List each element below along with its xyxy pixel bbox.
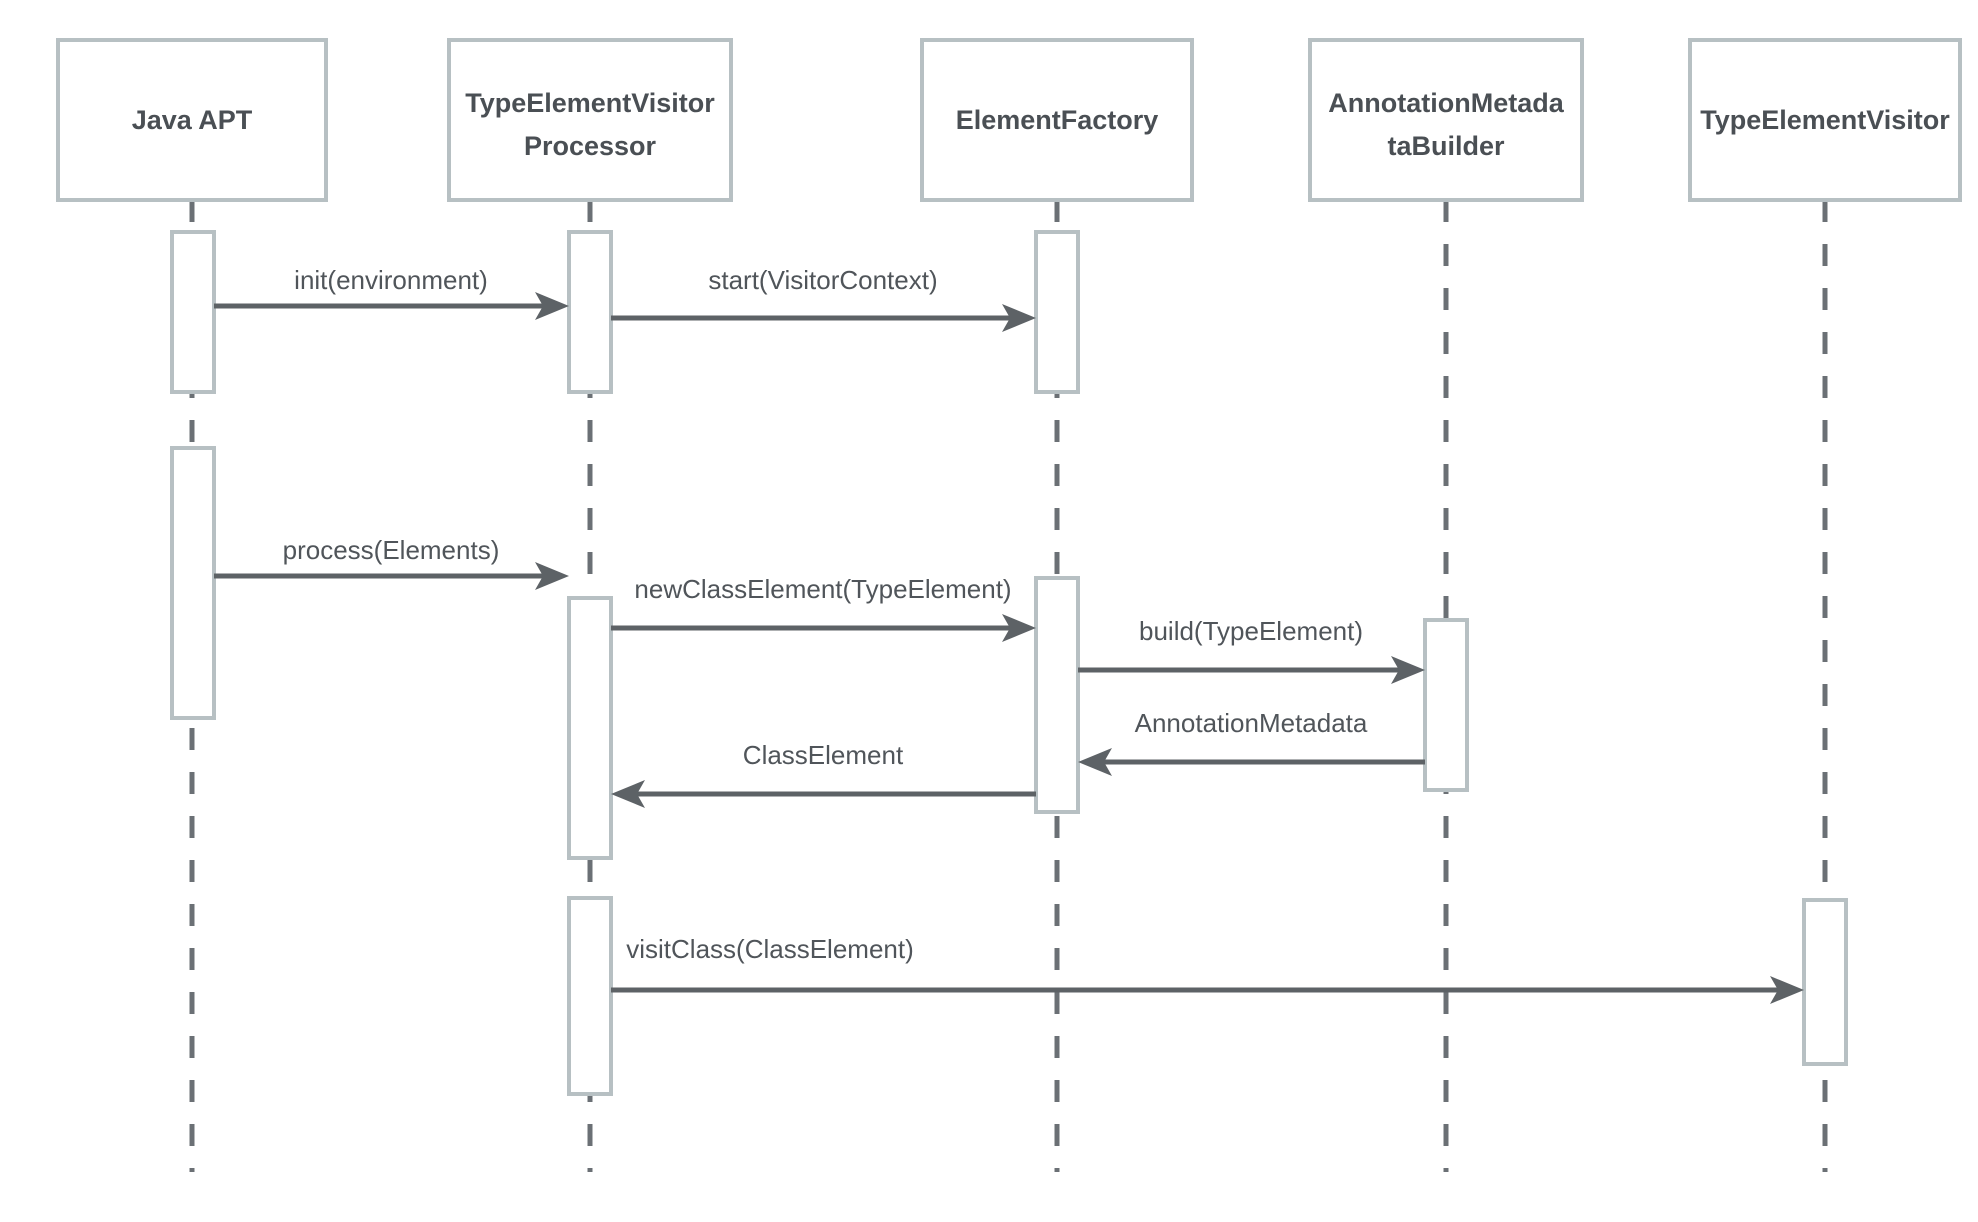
message-label: AnnotationMetadata <box>1135 708 1368 738</box>
participant-java-apt[interactable]: Java APT <box>56 38 328 202</box>
activations-group <box>170 230 1848 1096</box>
lifelines-group <box>189 200 1828 1172</box>
arrowhead-left-icon <box>611 780 645 808</box>
activation-bar-element-factory-2 <box>1034 576 1080 814</box>
participant-box <box>1308 38 1584 202</box>
activation-bar-type-element-visitor-processor-2 <box>567 596 613 860</box>
arrowhead-right-icon <box>1002 304 1036 332</box>
participants-group: Java APT TypeElementVisitor Processor El… <box>56 38 1962 202</box>
participant-box <box>447 38 733 202</box>
arrowhead-left-icon <box>1078 748 1112 776</box>
message-class-element-return[interactable]: ClassElement <box>611 740 1036 808</box>
participant-label-line2: taBuilder <box>1387 131 1505 161</box>
arrowhead-right-icon <box>535 292 569 320</box>
participant-element-factory[interactable]: ElementFactory <box>920 38 1194 202</box>
activation-bar-type-element-visitor-1 <box>1802 898 1848 1066</box>
participant-label-line1: ElementFactory <box>956 105 1159 135</box>
message-visit-class[interactable]: visitClass(ClassElement) <box>611 934 1804 1004</box>
message-init-environment[interactable]: init(environment) <box>214 265 569 320</box>
message-label: newClassElement(TypeElement) <box>634 574 1011 604</box>
participant-label-line1: TypeElementVisitor <box>1700 105 1950 135</box>
message-label: ClassElement <box>743 740 904 770</box>
message-process-elements[interactable]: process(Elements) <box>214 535 569 590</box>
activation-bar-java-apt-1 <box>170 230 216 394</box>
arrowhead-right-icon <box>1391 656 1425 684</box>
message-label: build(TypeElement) <box>1139 616 1363 646</box>
arrowhead-right-icon <box>1002 614 1036 642</box>
message-label: init(environment) <box>294 265 488 295</box>
participant-label-line1: TypeElementVisitor <box>465 88 715 118</box>
participant-type-element-visitor[interactable]: TypeElementVisitor <box>1688 38 1962 202</box>
participant-label-line1: Java APT <box>132 105 253 135</box>
message-new-class-element[interactable]: newClassElement(TypeElement) <box>611 574 1036 642</box>
activation-bar-element-factory-1 <box>1034 230 1080 394</box>
activation-bar-type-element-visitor-processor-3 <box>567 896 613 1096</box>
participant-box <box>920 38 1194 202</box>
activation-bar-type-element-visitor-processor-1 <box>567 230 613 394</box>
participant-box <box>1688 38 1962 202</box>
activation-bar-annotation-metadata-builder-1 <box>1423 618 1469 792</box>
message-annotation-metadata-return[interactable]: AnnotationMetadata <box>1078 708 1425 776</box>
participant-annotation-metadata-builder[interactable]: AnnotationMetada taBuilder <box>1308 38 1584 202</box>
participant-label-line2: Processor <box>524 131 657 161</box>
messages-group: init(environment) start(VisitorContext) … <box>214 265 1804 1004</box>
message-build-typeelement[interactable]: build(TypeElement) <box>1078 616 1425 684</box>
message-label: visitClass(ClassElement) <box>626 934 914 964</box>
participant-label-line1: AnnotationMetada <box>1328 88 1564 118</box>
message-label: start(VisitorContext) <box>708 265 937 295</box>
arrowhead-right-icon <box>535 562 569 590</box>
message-start-visitorcontext[interactable]: start(VisitorContext) <box>611 265 1036 332</box>
activation-bar-java-apt-2 <box>170 446 216 720</box>
message-label: process(Elements) <box>283 535 500 565</box>
arrowhead-right-icon <box>1770 976 1804 1004</box>
participant-type-element-visitor-processor[interactable]: TypeElementVisitor Processor <box>447 38 733 202</box>
participant-box <box>56 38 328 202</box>
